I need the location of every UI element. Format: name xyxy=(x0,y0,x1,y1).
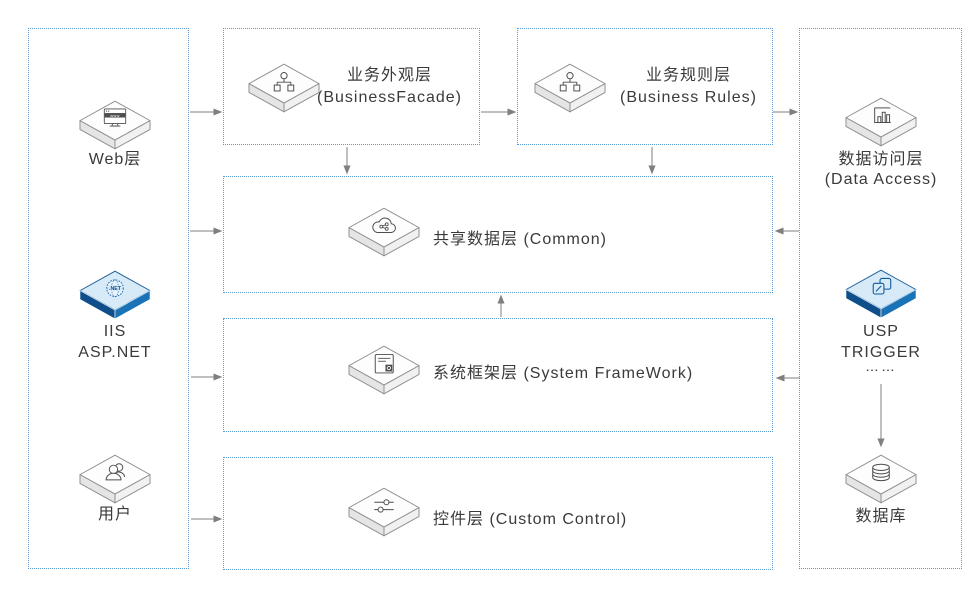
common-layer-title: 共享数据层 (Common) xyxy=(433,231,608,248)
user-label: 用户 xyxy=(97,506,132,523)
document-form-icon xyxy=(348,345,420,395)
custom-control-title: 控件层 (Custom Control) xyxy=(433,511,628,528)
client-tier-container xyxy=(28,28,189,569)
system-framework-title: 系统框架层 (System FrameWork) xyxy=(433,365,694,382)
data-tier-container xyxy=(799,28,962,569)
sliders-icon xyxy=(348,487,420,537)
dotnet-text: .NET xyxy=(109,286,122,292)
database-cylinder-icon xyxy=(845,454,917,504)
usp-ellipsis: …… xyxy=(865,358,897,374)
stored-procedure-icon xyxy=(845,269,917,319)
org-chart-icon xyxy=(248,63,320,113)
cloud-share-icon xyxy=(348,207,420,257)
business-rules-title-en: (Business Rules) xyxy=(620,89,757,106)
aspnet-label: ASP.NET xyxy=(78,344,152,361)
iis-label: IIS xyxy=(103,323,127,340)
common-layer-box xyxy=(223,176,773,293)
custom-control-box xyxy=(223,457,773,570)
system-framework-box xyxy=(223,318,773,432)
trigger-label: TRIGGER xyxy=(841,344,921,361)
business-facade-title-en: (BusinessFacade) xyxy=(317,89,462,106)
data-access-title-cn: 数据访问层 xyxy=(838,151,924,168)
business-facade-box xyxy=(223,28,480,145)
data-access-title-en: (Data Access) xyxy=(824,171,938,188)
org-chart-icon xyxy=(534,63,606,113)
business-rules-box xyxy=(517,28,773,145)
dotnet-globe-icon: .NET xyxy=(79,270,151,320)
browser-www-text: www xyxy=(110,113,120,118)
browser-window-icon: www xyxy=(79,100,151,150)
usp-label: USP xyxy=(863,323,899,340)
business-rules-title-cn: 业务规则层 xyxy=(645,67,731,84)
business-facade-title-cn: 业务外观层 xyxy=(346,67,432,84)
bar-chart-icon xyxy=(845,97,917,147)
user-icon xyxy=(79,454,151,504)
web-layer-label: Web层 xyxy=(88,151,142,168)
database-label: 数据库 xyxy=(855,508,907,525)
